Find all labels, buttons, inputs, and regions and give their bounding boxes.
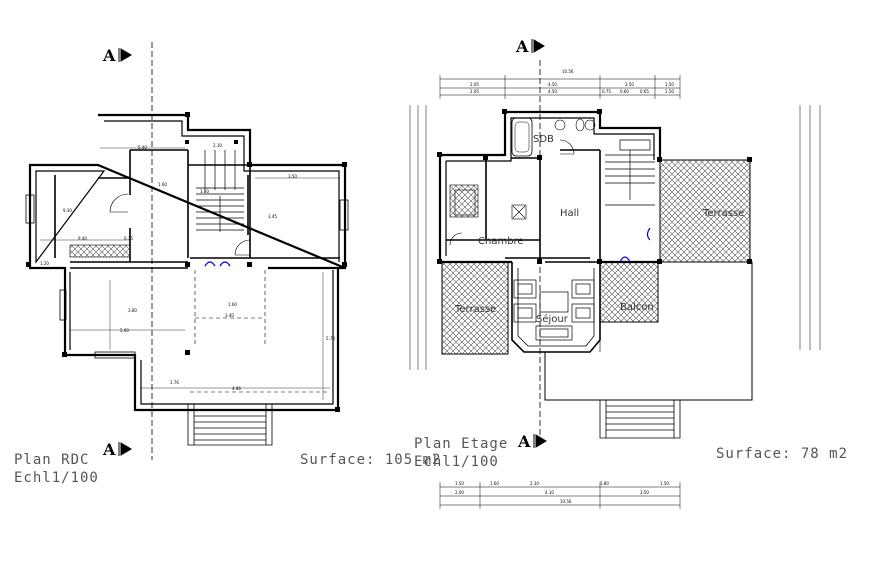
section-marker-label: A — [517, 432, 531, 451]
dim-label: 2.05 — [470, 82, 479, 87]
dim-label: 5.00 — [120, 328, 129, 333]
section-arrow-icon — [118, 442, 132, 456]
rdc-plan-scale: Echl1/100 — [14, 470, 99, 486]
dim-label: 0.60 — [620, 89, 629, 94]
section-marker-label: A — [515, 37, 529, 56]
etage-plan-title: Plan Etage — [414, 436, 509, 452]
section-arrow-icon — [531, 39, 545, 53]
dim-label: 0.75 — [602, 89, 611, 94]
dim-label: 5.40 — [138, 145, 147, 150]
dim-label: 2.00 — [455, 490, 464, 495]
bed — [454, 189, 476, 216]
dim-total-top: 10.56 — [562, 69, 574, 74]
terrasse-left-zone — [441, 261, 509, 355]
dim-total-bottom: 10.56 — [560, 499, 572, 504]
room-label-terrasse-left: Terrasse — [454, 304, 496, 315]
plan-rdc — [25, 42, 349, 460]
section-arrow-icon — [118, 48, 132, 62]
dim-label: 0.65 — [640, 89, 649, 94]
dim-label: 1.50 — [455, 481, 464, 486]
room-label-sejour: Séjour — [536, 313, 569, 325]
rdc-plan-title: Plan RDC — [14, 452, 90, 468]
bathtub — [511, 117, 533, 157]
room-label-terrasse-right: Terrasse — [702, 208, 744, 219]
section-markers: A A A A — [102, 37, 547, 459]
dim-label: 5.70 — [326, 336, 335, 341]
dim-label: 2.05 — [470, 89, 479, 94]
dim-label: 4.50 — [548, 89, 557, 94]
etage-plan-scale: Echl1/100 — [414, 454, 499, 470]
sejour-outline — [511, 262, 601, 353]
etage-surface: Surface: 78 m2 — [716, 446, 849, 462]
dim-label: 3.45 — [268, 214, 277, 219]
balcon-zone — [599, 261, 659, 323]
dim-label: 1.50 — [660, 481, 669, 486]
room-label-chambre: Chambre — [478, 236, 524, 247]
etage-inner-walls — [446, 149, 601, 263]
etage-room-labels: SDB Hall Chambre Séjour Terrasse Terrass… — [454, 134, 744, 325]
dim-label: 1.76 — [170, 380, 179, 385]
dim-label: 3.50 — [288, 174, 297, 179]
dim-label: 0.35 — [124, 236, 133, 241]
dim-label: 4.86 — [232, 386, 241, 391]
room-label-balcon: Balcon — [620, 302, 654, 313]
dim-label: 1.60 — [228, 302, 237, 307]
dim-label: 1.20 — [40, 261, 49, 266]
dim-label: 9.30 — [63, 208, 72, 213]
dim-label: 4.50 — [548, 82, 557, 87]
dim-label: 3.80 — [200, 189, 209, 194]
dim-label: 1.60 — [490, 481, 499, 486]
plan-etage — [409, 60, 821, 509]
dim-label: 1.60 — [158, 182, 167, 187]
dim-label: 2.50 — [625, 82, 634, 87]
dim-label: 3.40 — [225, 313, 234, 318]
dim-label: 1.50 — [665, 89, 674, 94]
rdc-surface: Surface: 105 m2 — [300, 452, 442, 468]
dim-label: 3.80 — [128, 308, 137, 313]
dim-label: 1.80 — [600, 481, 609, 486]
dim-label: 1.50 — [665, 82, 674, 87]
dim-label: 9.40 — [78, 236, 87, 241]
room-label-sdb: SDB — [533, 134, 554, 145]
rdc-dimensions: 1.60 2.10 5.40 3.50 1.20 9.40 0.35 3.80 … — [40, 143, 335, 391]
etage-dimensions: 10.56 2.05 4.50 2.50 1.50 2.05 4.50 0.75… — [455, 69, 674, 504]
section-arrow-icon — [533, 434, 547, 448]
dim-label: 4.10 — [545, 490, 554, 495]
section-marker-label: A — [102, 46, 116, 65]
terrasse-right-zone — [659, 159, 751, 263]
dim-label: 2.10 — [213, 143, 222, 148]
room-label-hall: Hall — [560, 208, 579, 219]
dim-label: 2.10 — [530, 481, 539, 486]
dim-label: 3.50 — [640, 490, 649, 495]
section-marker-label: A — [102, 440, 116, 459]
